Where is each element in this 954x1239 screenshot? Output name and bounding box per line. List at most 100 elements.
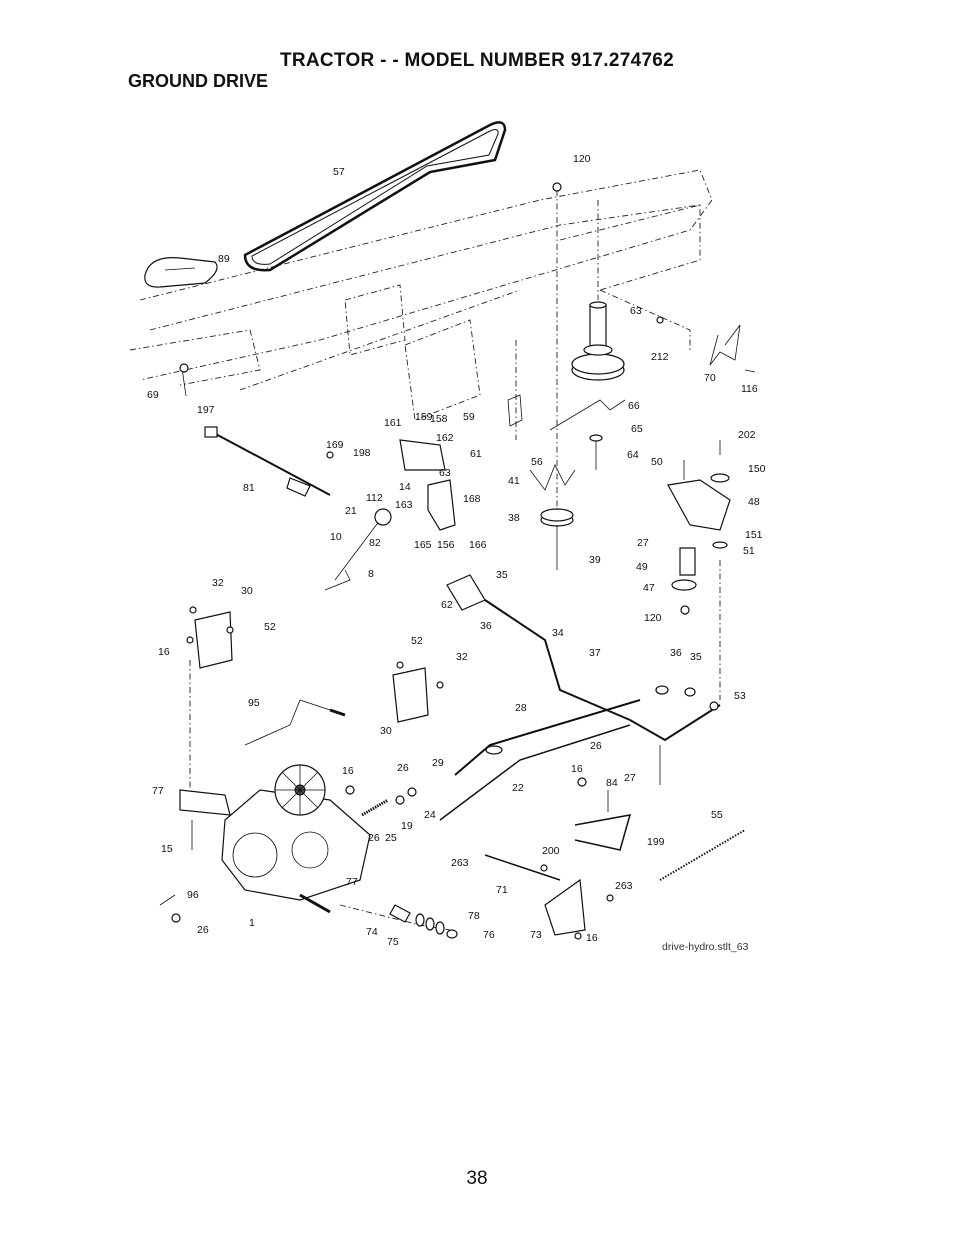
part-callout: 96 xyxy=(187,889,199,901)
part-callout: 50 xyxy=(651,456,663,468)
part-callout: 37 xyxy=(589,647,601,659)
part-callout: 151 xyxy=(745,529,763,541)
part-callout: 16 xyxy=(571,763,583,775)
part-callout: 53 xyxy=(734,690,746,702)
part-callout: 52 xyxy=(264,621,276,633)
part-callout: 65 xyxy=(631,423,643,435)
pedal-cover xyxy=(144,257,218,288)
part-callout: 77 xyxy=(346,876,358,888)
part-callout: 66 xyxy=(628,400,640,412)
part-callout: 116 xyxy=(741,383,758,395)
part-callout: 16 xyxy=(158,646,170,658)
cross-shaft xyxy=(211,431,331,496)
part-callout: 161 xyxy=(384,417,402,429)
part-callout: 163 xyxy=(395,499,413,511)
part-callout: 75 xyxy=(387,936,399,948)
part-callout: 55 xyxy=(711,809,723,821)
part-callout: 16 xyxy=(586,932,598,944)
part-callout: 63 xyxy=(630,305,642,317)
part-callout: 61 xyxy=(470,448,482,460)
part-callout: 26 xyxy=(590,740,602,752)
transaxle xyxy=(159,660,451,931)
mount-bracket-center xyxy=(392,667,429,723)
part-callout: 82 xyxy=(369,537,381,549)
part-callout: 162 xyxy=(436,432,454,444)
part-callout: 63 xyxy=(439,467,451,479)
part-callout: 120 xyxy=(644,612,662,624)
part-callout: 57 xyxy=(333,166,345,178)
hardware xyxy=(186,182,690,805)
part-callout: 14 xyxy=(399,481,411,493)
part-callout: 95 xyxy=(248,697,260,709)
part-callout: 21 xyxy=(345,505,357,517)
part-callout: 19 xyxy=(401,820,413,832)
part-callout: 27 xyxy=(624,772,636,784)
part-callout: 26 xyxy=(397,762,409,774)
part-callout: 36 xyxy=(670,647,682,659)
part-callout: 120 xyxy=(573,153,591,165)
part-callout: 47 xyxy=(643,582,655,594)
part-callout: 26 xyxy=(368,832,380,844)
part-callout: 159 xyxy=(415,411,433,423)
part-callout: 22 xyxy=(512,782,524,794)
part-callout: 84 xyxy=(606,777,618,789)
part-callout: 24 xyxy=(424,809,436,821)
part-callout: 25 xyxy=(385,832,397,844)
part-callout: 27 xyxy=(637,537,649,549)
part-callout: 26 xyxy=(197,924,209,936)
part-callout: 56 xyxy=(531,456,543,468)
part-callout: 15 xyxy=(161,843,173,855)
part-callout: 112 xyxy=(366,492,383,504)
part-callout: 166 xyxy=(469,539,487,551)
part-callout: 200 xyxy=(542,845,560,857)
part-callout: 48 xyxy=(748,496,760,508)
bushing xyxy=(204,426,218,438)
spring xyxy=(659,829,746,881)
part-callout: 202 xyxy=(738,429,756,441)
part-callout: 76 xyxy=(483,929,495,941)
lever-linkage xyxy=(324,439,456,591)
part-callout: 1 xyxy=(249,917,255,929)
part-callout: 16 xyxy=(342,765,354,777)
part-callout: 197 xyxy=(197,404,215,416)
part-callout: 199 xyxy=(647,836,665,848)
part-callout: 30 xyxy=(241,585,253,597)
part-callout: 73 xyxy=(530,929,542,941)
part-callout: 212 xyxy=(651,351,669,363)
part-callout: 32 xyxy=(212,577,224,589)
part-callout: 71 xyxy=(496,884,508,896)
part-callout: 198 xyxy=(353,447,371,459)
page-number: 38 xyxy=(466,1168,488,1189)
part-callout: 39 xyxy=(589,554,601,566)
part-callout: 36 xyxy=(480,620,492,632)
part-callout: 34 xyxy=(552,627,564,639)
part-callout: 69 xyxy=(147,389,159,401)
section-title: GROUND DRIVE xyxy=(128,71,269,91)
part-callout: 156 xyxy=(437,539,455,551)
part-callout: 77 xyxy=(152,785,164,797)
part-callout: 78 xyxy=(468,910,480,922)
control-rods xyxy=(244,574,721,821)
part-callout: 38 xyxy=(508,512,520,524)
part-callout: 62 xyxy=(441,599,453,611)
part-callout: 41 xyxy=(508,475,520,487)
mount-bracket-left xyxy=(194,611,233,669)
part-callout: 64 xyxy=(627,449,639,461)
part-callout: 89 xyxy=(218,253,230,265)
pulley-assembly xyxy=(507,190,626,570)
part-callout: 158 xyxy=(430,413,448,425)
part-callout: 74 xyxy=(366,926,378,938)
part-callout: 35 xyxy=(690,651,702,663)
part-callout: 263 xyxy=(615,880,633,892)
drive-belt xyxy=(243,121,507,272)
part-callout: 8 xyxy=(368,568,374,580)
part-callout: 150 xyxy=(748,463,766,475)
page-title: TRACTOR - - MODEL NUMBER 917.274762 xyxy=(279,50,675,71)
diagram-filename: drive-hydro.stlt_63 xyxy=(662,941,749,953)
part-callout: 168 xyxy=(463,493,481,505)
brake-linkage xyxy=(484,745,661,940)
part-callout: 10 xyxy=(330,531,342,543)
washer-stack xyxy=(415,913,458,939)
